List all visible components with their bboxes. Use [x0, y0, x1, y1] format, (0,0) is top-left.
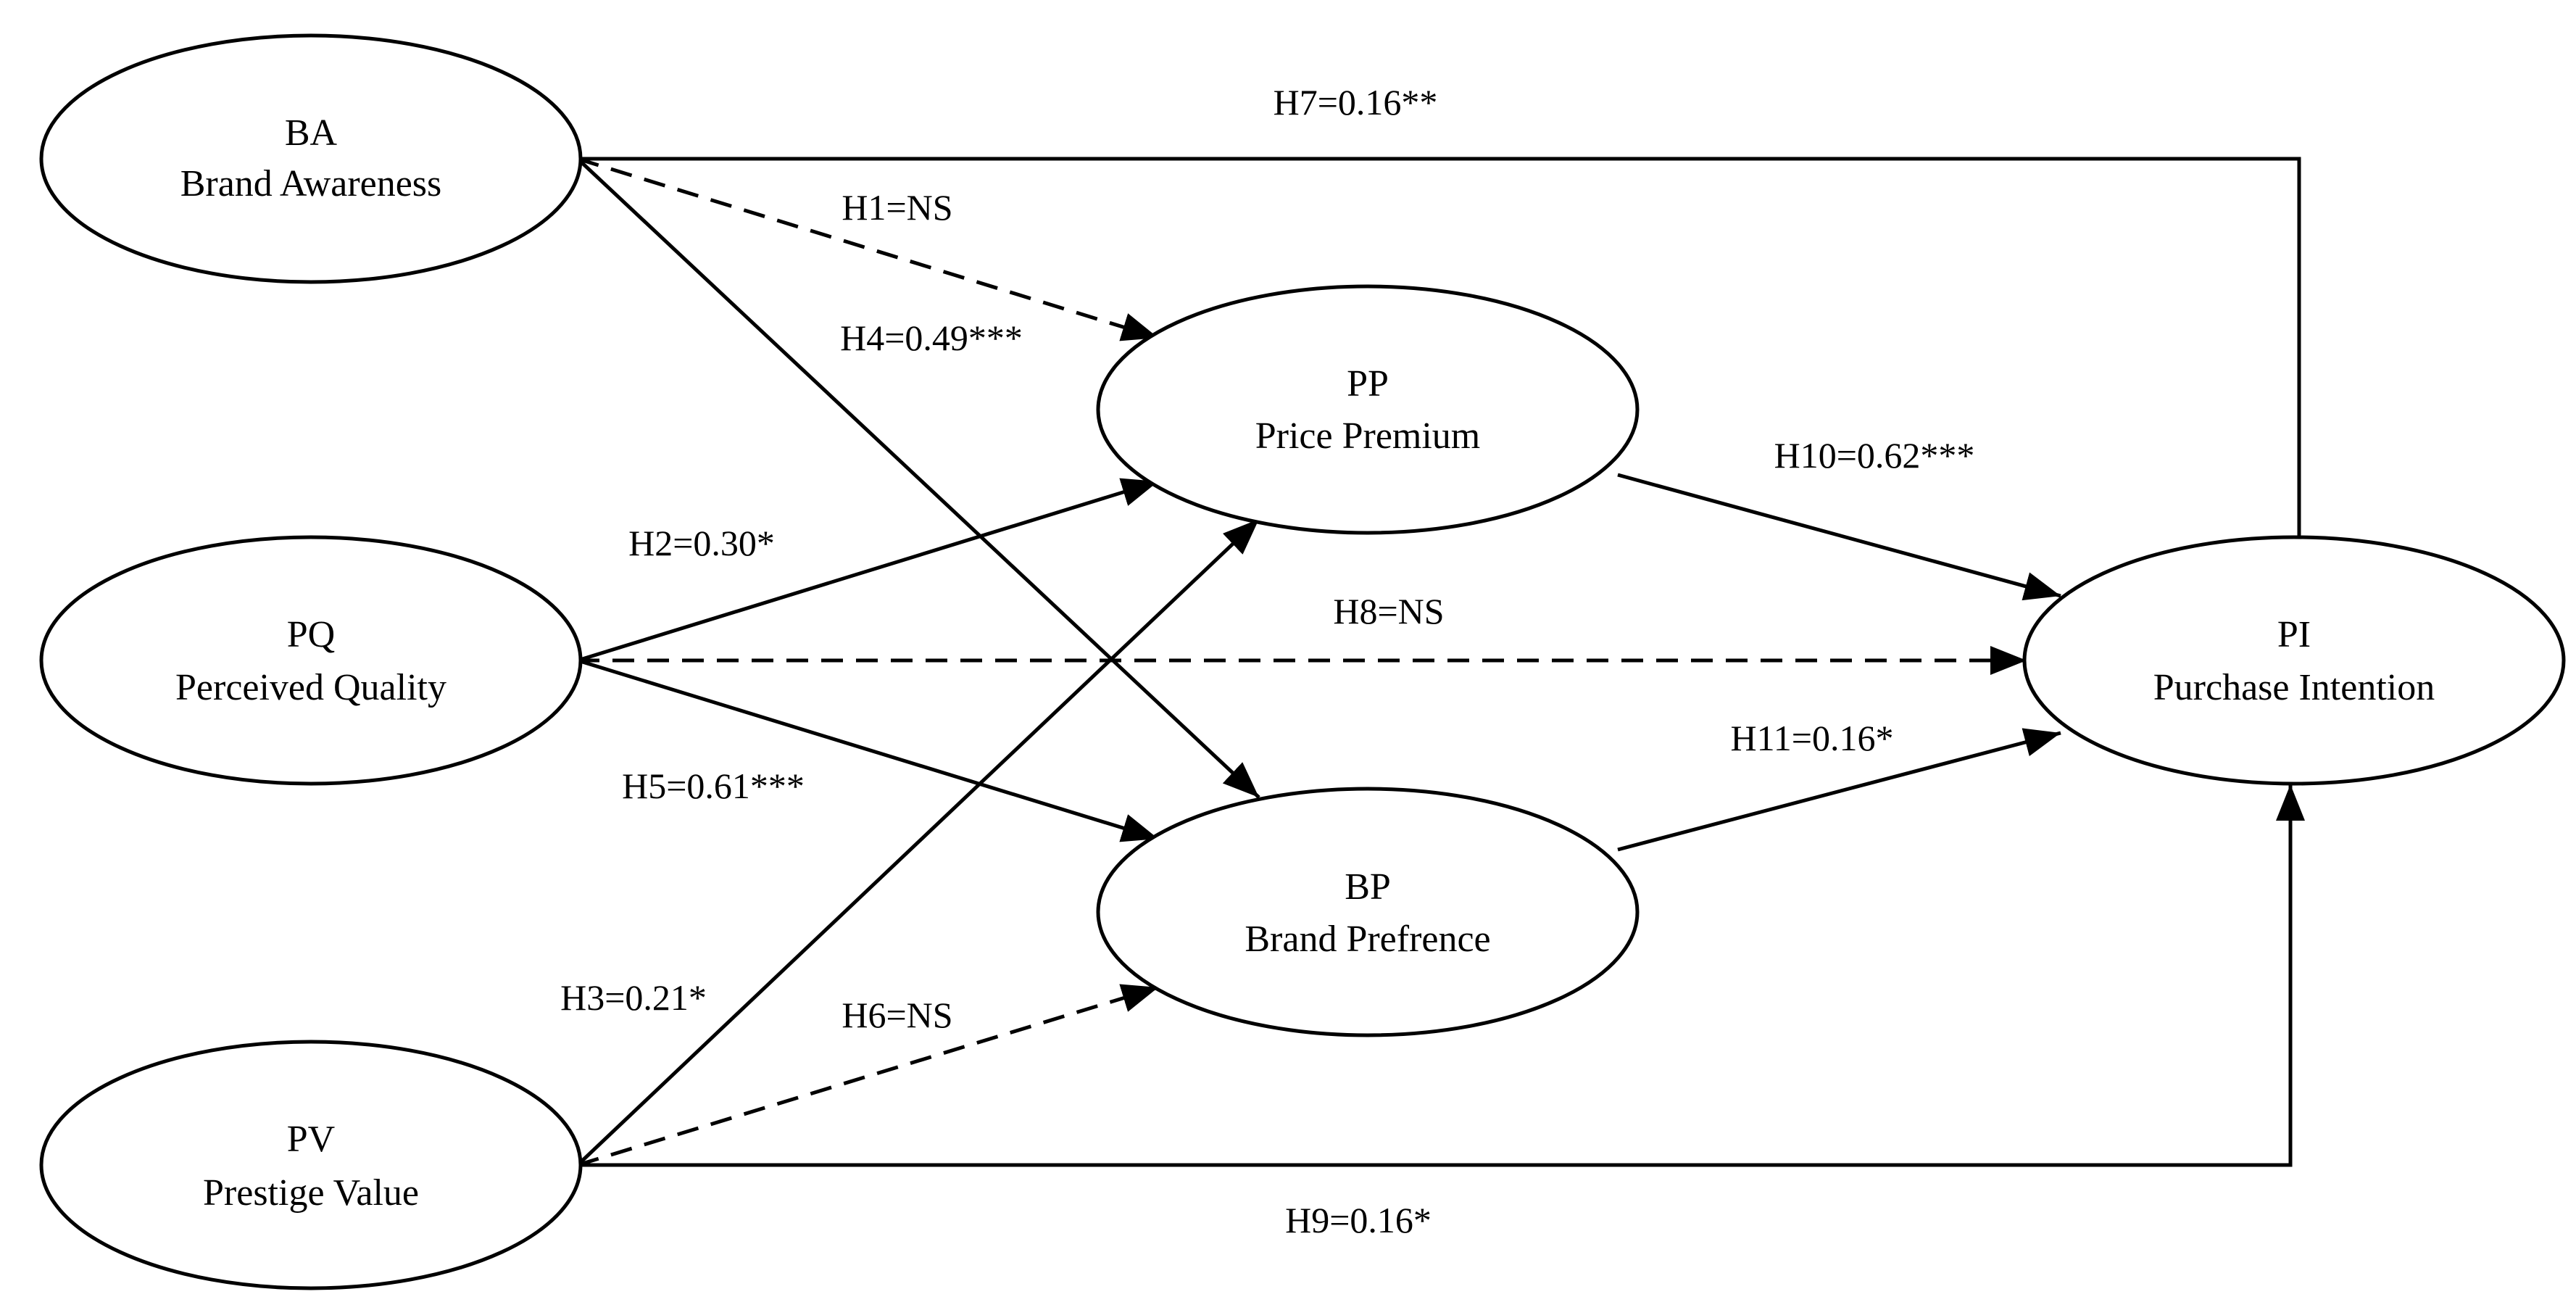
node-pq-name: Perceived Quality [175, 667, 446, 708]
edge-label-h6: H6=NS [842, 995, 952, 1035]
edge-label-h7: H7=0.16** [1274, 82, 1438, 123]
node-pp-shape [1096, 284, 1640, 535]
edge-pp-pi [1617, 473, 2061, 601]
edge-label-h1: H1=NS [842, 187, 952, 228]
node-pi-name: Purchase Intention [2153, 667, 2435, 708]
edge-label-h10: H10=0.62*** [1774, 435, 1975, 476]
edge-label-h5: H5=0.61*** [622, 766, 805, 806]
edge-label-h4: H4=0.49*** [840, 318, 1023, 358]
node-pi: PI Purchase Intention [2022, 535, 2566, 786]
node-pp-name: Price Premium [1255, 415, 1481, 457]
edge-label-h3: H3=0.21* [560, 977, 707, 1018]
node-pp: PP Price Premium [1096, 284, 1640, 535]
node-pq: PQ Perceived Quality [39, 535, 583, 786]
node-ba-code: BA [285, 112, 338, 154]
node-bp-shape [1096, 787, 1640, 1037]
node-pv-code: PV [287, 1119, 335, 1160]
edge-label-h2: H2=0.30* [628, 523, 775, 563]
edge-pv-pp [576, 518, 1260, 1166]
node-ba-shape [39, 33, 583, 284]
edge-bp-pi [1617, 728, 2061, 852]
node-bp-code: BP [1345, 866, 1391, 908]
edge-ba-pp [577, 157, 1159, 341]
edge-label-h11: H11=0.16* [1731, 718, 1894, 758]
edge-pq-bp [577, 658, 1159, 842]
edge-label-h9: H9=0.16* [1285, 1200, 1432, 1240]
edge-label-h8: H8=NS [1333, 591, 1444, 631]
node-pv-shape [39, 1040, 583, 1290]
node-ba-name: Brand Awareness [180, 163, 442, 204]
edge-pv-pi [578, 784, 2305, 1167]
node-pv-name: Prestige Value [203, 1172, 419, 1214]
node-pq-code: PQ [287, 614, 335, 655]
edge-ba-bp [576, 157, 1260, 799]
node-pp-code: PP [1347, 363, 1389, 405]
edge-pq-pp [577, 478, 1159, 663]
node-ba: BA Brand Awareness [39, 33, 583, 284]
edge-pv-bp [577, 984, 1159, 1167]
node-pv: PV Prestige Value [39, 1040, 583, 1290]
node-bp-name: Brand Prefrence [1245, 919, 1490, 960]
node-pi-code: PI [2277, 614, 2311, 655]
node-bp: BP Brand Prefrence [1096, 787, 1640, 1037]
node-pi-shape [2022, 535, 2566, 786]
node-pq-shape [39, 535, 583, 786]
edge-ba-pi [578, 157, 2314, 672]
